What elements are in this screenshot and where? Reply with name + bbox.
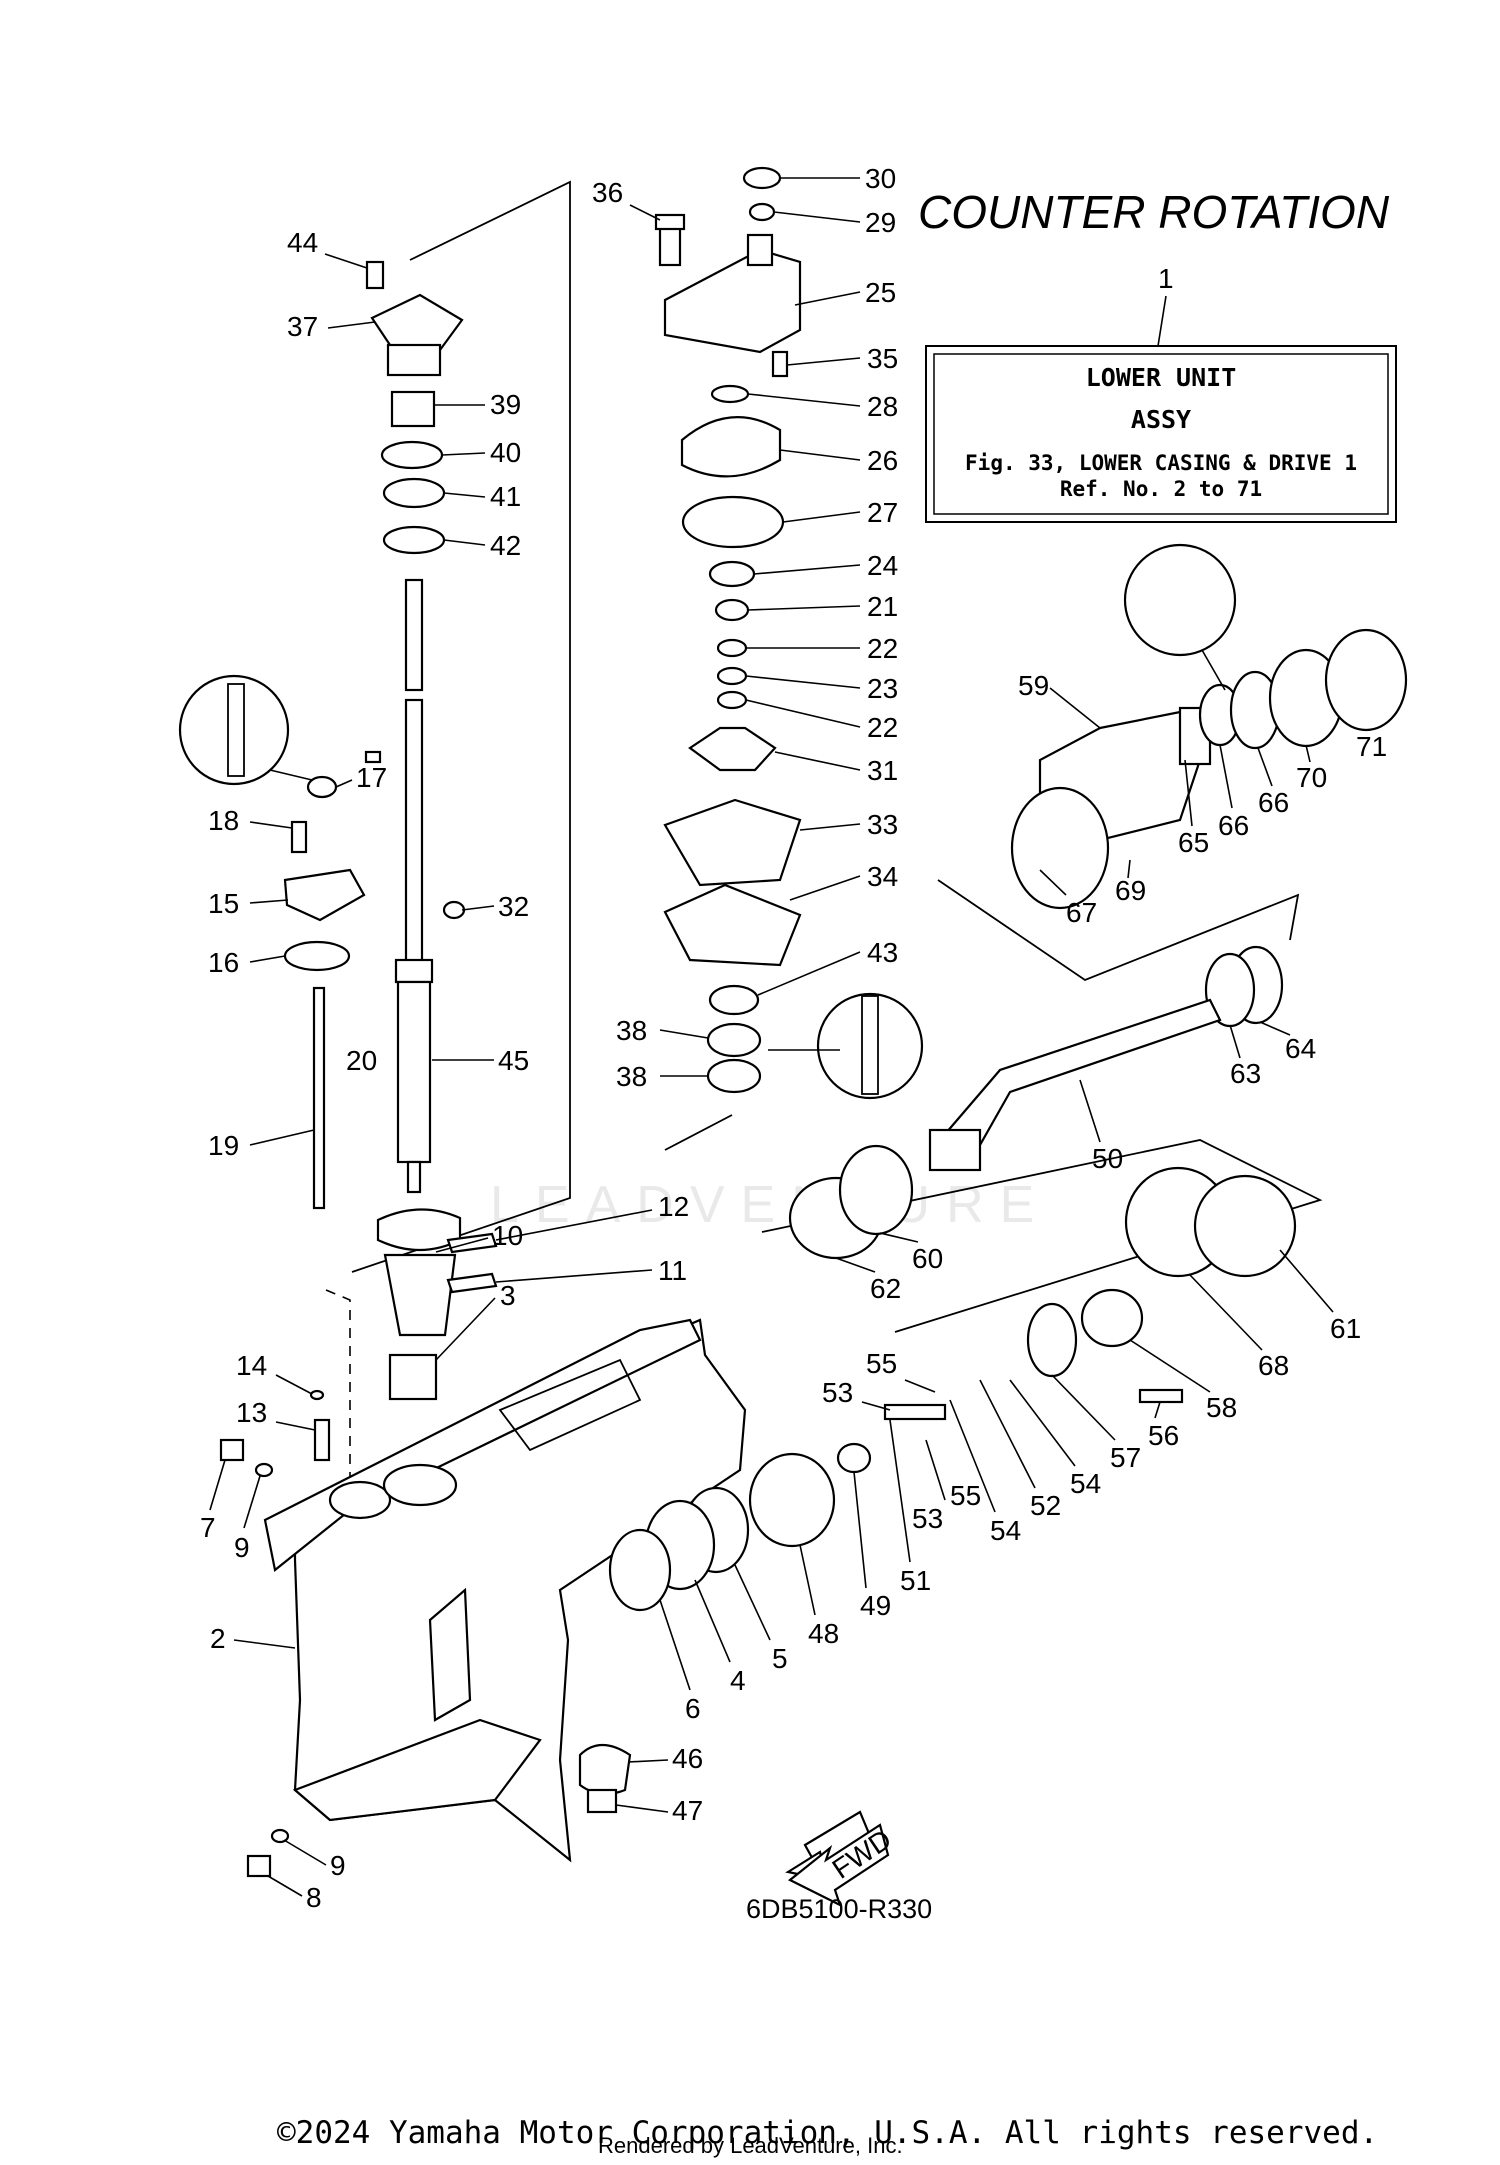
assembly-box-line4: Ref. No. 2 to 71 <box>1060 477 1262 501</box>
callout-48[interactable]: 48 <box>808 1618 839 1649</box>
callout-67[interactable]: 67 <box>1066 897 1097 928</box>
callout-53-upper[interactable]: 53 <box>822 1377 853 1408</box>
callout-39[interactable]: 39 <box>490 389 521 420</box>
callout-14[interactable]: 14 <box>236 1350 267 1381</box>
callout-38-upper[interactable]: 38 <box>616 1015 647 1046</box>
callout-9-upper[interactable]: 9 <box>234 1532 250 1563</box>
leader-lines <box>209 177 1370 1897</box>
callout-1[interactable]: 1 <box>1158 263 1174 294</box>
callout-5[interactable]: 5 <box>772 1643 788 1674</box>
callout-58[interactable]: 58 <box>1206 1392 1237 1423</box>
callout-40[interactable]: 40 <box>490 437 521 468</box>
callout-55-upper[interactable]: 55 <box>866 1348 897 1379</box>
lubricant-symbols <box>178 649 1226 1100</box>
propeller-shaft-parts <box>578 543 1408 1892</box>
callout-43[interactable]: 43 <box>867 937 898 968</box>
callout-36[interactable]: 36 <box>592 177 623 208</box>
callout-7[interactable]: 7 <box>200 1512 216 1543</box>
callout-25[interactable]: 25 <box>865 277 896 308</box>
callout-13[interactable]: 13 <box>236 1397 267 1428</box>
callout-44[interactable]: 44 <box>287 227 318 258</box>
rendered-by: Rendered by LeadVenture, Inc. <box>598 2133 903 2158</box>
callout-17[interactable]: 17 <box>356 762 387 793</box>
callout-30[interactable]: 30 <box>865 163 896 194</box>
callout-57[interactable]: 57 <box>1110 1442 1141 1473</box>
callout-22-upper[interactable]: 22 <box>867 633 898 664</box>
callout-38-lower[interactable]: 38 <box>616 1061 647 1092</box>
callout-19[interactable]: 19 <box>208 1130 239 1161</box>
callout-66-left[interactable]: 66 <box>1218 810 1249 841</box>
callout-64[interactable]: 64 <box>1285 1033 1316 1064</box>
callout-3[interactable]: 3 <box>500 1280 516 1311</box>
callout-31[interactable]: 31 <box>867 755 898 786</box>
callout-47[interactable]: 47 <box>672 1795 703 1826</box>
assembly-box-line1: LOWER UNIT <box>1086 363 1237 392</box>
callout-18[interactable]: 18 <box>208 805 239 836</box>
callout-20[interactable]: 20 <box>346 1045 377 1076</box>
callout-12[interactable]: 12 <box>658 1191 689 1222</box>
callout-6[interactable]: 6 <box>685 1693 701 1724</box>
callout-11[interactable]: 11 <box>658 1255 687 1286</box>
callout-66-right[interactable]: 66 <box>1258 787 1289 818</box>
callout-34[interactable]: 34 <box>867 861 898 892</box>
callout-70[interactable]: 70 <box>1296 762 1327 793</box>
callout-53-lower[interactable]: 53 <box>912 1503 943 1534</box>
callout-labels: 30 29 36 25 35 28 26 27 24 21 22 23 22 3… <box>200 163 1387 1913</box>
callout-55-lower[interactable]: 55 <box>950 1480 981 1511</box>
callout-54-lower[interactable]: 54 <box>990 1515 1021 1546</box>
callout-21[interactable]: 21 <box>867 591 898 622</box>
callout-22-lower[interactable]: 22 <box>867 712 898 743</box>
callout-63[interactable]: 63 <box>1230 1058 1261 1089</box>
callout-62[interactable]: 62 <box>870 1273 901 1304</box>
assembly-reference-box: 1 LOWER UNIT ASSY Fig. 33, LOWER CASING … <box>925 263 1397 523</box>
callout-35[interactable]: 35 <box>867 343 898 374</box>
callout-37[interactable]: 37 <box>287 311 318 342</box>
assembly-box-line2: ASSY <box>1131 405 1191 434</box>
callout-50[interactable]: 50 <box>1092 1143 1123 1174</box>
callout-69[interactable]: 69 <box>1115 875 1146 906</box>
callout-61[interactable]: 61 <box>1330 1313 1361 1344</box>
callout-41[interactable]: 41 <box>490 481 521 512</box>
callout-65[interactable]: 65 <box>1178 827 1209 858</box>
callout-8[interactable]: 8 <box>306 1882 322 1913</box>
callout-59[interactable]: 59 <box>1018 670 1049 701</box>
callout-23[interactable]: 23 <box>867 673 898 704</box>
callout-4[interactable]: 4 <box>730 1665 746 1696</box>
callout-29[interactable]: 29 <box>865 207 896 238</box>
copyright-notice: ©2024 Yamaha Motor Corporation, U.S.A. A… <box>277 2115 1378 2151</box>
callout-51[interactable]: 51 <box>900 1565 931 1596</box>
lower-casing <box>263 1318 747 1863</box>
callout-15[interactable]: 15 <box>208 888 239 919</box>
water-pump-parts <box>654 166 802 1094</box>
drawing-code: 6DB5100-R330 <box>746 1894 932 1924</box>
diagram-title: COUNTER ROTATION <box>918 186 1390 238</box>
callout-42[interactable]: 42 <box>490 530 521 561</box>
callout-33[interactable]: 33 <box>867 809 898 840</box>
callout-9-lower[interactable]: 9 <box>330 1850 346 1881</box>
callout-24[interactable]: 24 <box>867 550 898 581</box>
callout-16[interactable]: 16 <box>208 947 239 978</box>
callout-52[interactable]: 52 <box>1030 1490 1061 1521</box>
callout-60[interactable]: 60 <box>912 1243 943 1274</box>
callout-2[interactable]: 2 <box>210 1623 226 1654</box>
callout-68[interactable]: 68 <box>1258 1350 1289 1381</box>
callout-54-upper[interactable]: 54 <box>1070 1468 1101 1499</box>
callout-71[interactable]: 71 <box>1356 731 1387 762</box>
callout-46[interactable]: 46 <box>672 1743 703 1774</box>
callout-26[interactable]: 26 <box>867 445 898 476</box>
callout-56[interactable]: 56 <box>1148 1420 1179 1451</box>
callout-32[interactable]: 32 <box>498 891 529 922</box>
callout-45[interactable]: 45 <box>498 1045 529 1076</box>
assembly-box-line3: Fig. 33, LOWER CASING & DRIVE 1 <box>965 451 1357 475</box>
callout-27[interactable]: 27 <box>867 497 898 528</box>
callout-49[interactable]: 49 <box>860 1590 891 1621</box>
callout-28[interactable]: 28 <box>867 391 898 422</box>
